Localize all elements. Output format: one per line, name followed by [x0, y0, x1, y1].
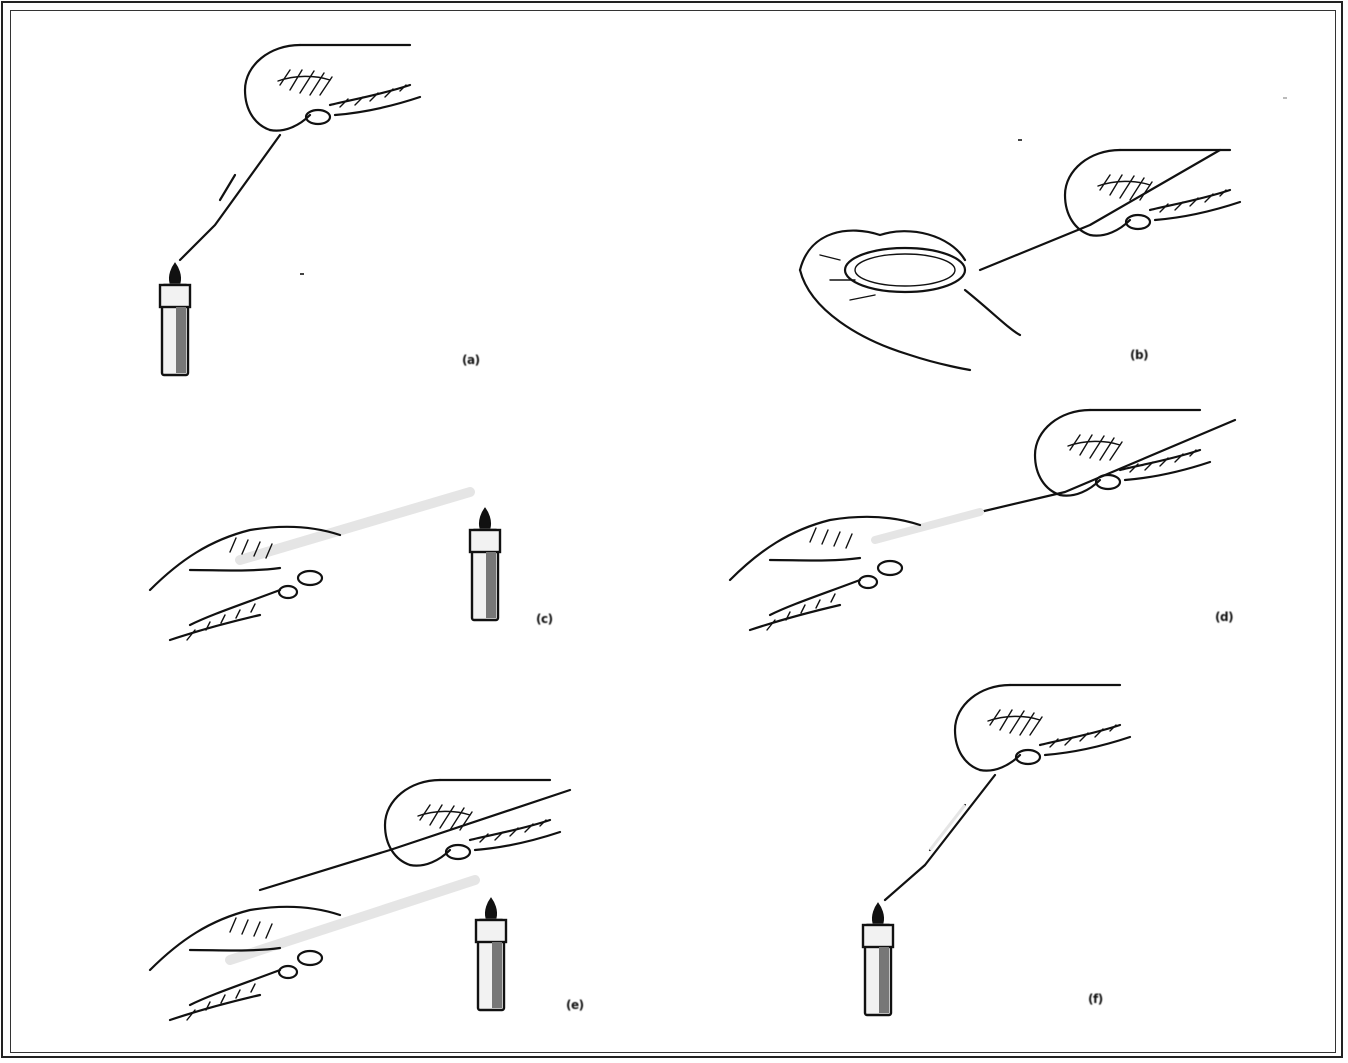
scan-speck: [1018, 139, 1022, 141]
scan-speck: [1283, 97, 1287, 99]
panel-c-drawing: [150, 480, 590, 640]
panel-b-caption: (b): [1130, 348, 1148, 362]
panel-f-drawing: [855, 665, 1155, 1030]
panel-d: (d): [715, 400, 1275, 640]
panel-c: (c): [150, 480, 590, 640]
panel-a: (a): [150, 25, 510, 380]
panel-d-drawing: [715, 400, 1275, 640]
scan-speck: [300, 273, 304, 275]
panel-e: (e): [150, 760, 620, 1030]
panel-e-drawing: [150, 760, 620, 1030]
panel-f: (f): [855, 665, 1155, 1030]
panel-e-caption: (e): [566, 998, 584, 1012]
panel-f-caption: (f): [1088, 992, 1103, 1006]
panel-b: (b): [790, 140, 1260, 380]
panel-a-caption: (a): [462, 353, 480, 367]
panel-c-caption: (c): [536, 612, 553, 626]
panel-b-drawing: [790, 140, 1260, 380]
panel-a-drawing: [150, 25, 510, 380]
panel-d-caption: (d): [1215, 610, 1233, 624]
